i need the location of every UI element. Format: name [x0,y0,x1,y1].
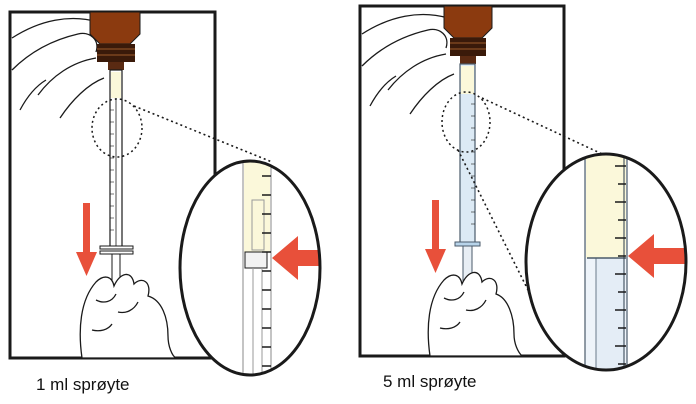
lower-hand [79,273,177,359]
red-down-arrow-icon [425,200,446,273]
syringe-1ml [99,69,134,295]
zoom-circle-5ml [524,152,688,372]
zoom-circle-1ml [178,159,322,377]
upper-hand [361,13,455,115]
panel-5ml: 5 ml sprøyte [358,4,688,391]
zoom-source-circle [91,98,143,158]
syringe-5ml [454,63,481,293]
caption-5ml: 5 ml sprøyte [383,372,477,391]
zoom-source-circle [441,91,491,153]
red-down-arrow-icon [76,203,97,276]
red-left-arrow-icon [272,236,320,280]
medicine-bottle-icon [89,11,141,70]
caption-1ml: 1 ml sprøyte [36,375,130,394]
panel-1ml: 1 ml sprøyte [8,10,322,394]
medicine-bottle-icon [443,5,493,64]
red-left-arrow-icon [628,234,686,278]
lower-hand [427,271,524,357]
